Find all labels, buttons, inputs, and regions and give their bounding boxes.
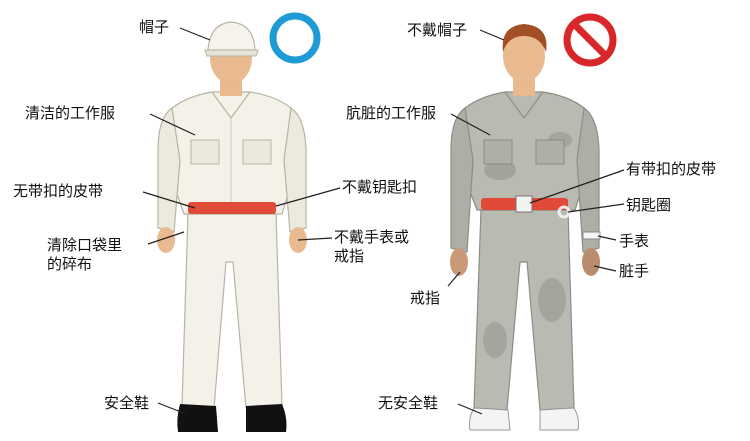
label-key-ring: 钥匙圈 <box>626 196 671 214</box>
label-dirty-hands: 脏手 <box>619 262 649 280</box>
correct-worker-figure <box>157 22 307 432</box>
label-clean-uniform: 清洁的工作服 <box>25 104 115 122</box>
label-clear-pocket: 清除口袋里 的碎布 <box>47 236 122 274</box>
label-safety-shoes: 安全鞋 <box>104 394 149 412</box>
label-no-buckle-belt: 无带扣的皮带 <box>13 182 103 200</box>
label-watch: 手表 <box>619 232 649 250</box>
circle-ok-icon <box>273 16 317 60</box>
label-dirty-uniform: 肮脏的工作服 <box>346 104 436 122</box>
label-no-keychain: 不戴钥匙扣 <box>342 178 417 196</box>
incorrect-worker-figure <box>450 24 600 430</box>
label-no-cap: 不戴帽子 <box>407 21 467 39</box>
label-no-safety-shoes: 无安全鞋 <box>378 394 438 412</box>
label-buckle-belt: 有带扣的皮带 <box>626 160 716 178</box>
label-ring: 戒指 <box>410 289 440 307</box>
label-no-watch-ring: 不戴手表或 戒指 <box>334 228 409 266</box>
label-cap: 帽子 <box>139 18 169 36</box>
prohibited-icon <box>567 17 613 63</box>
